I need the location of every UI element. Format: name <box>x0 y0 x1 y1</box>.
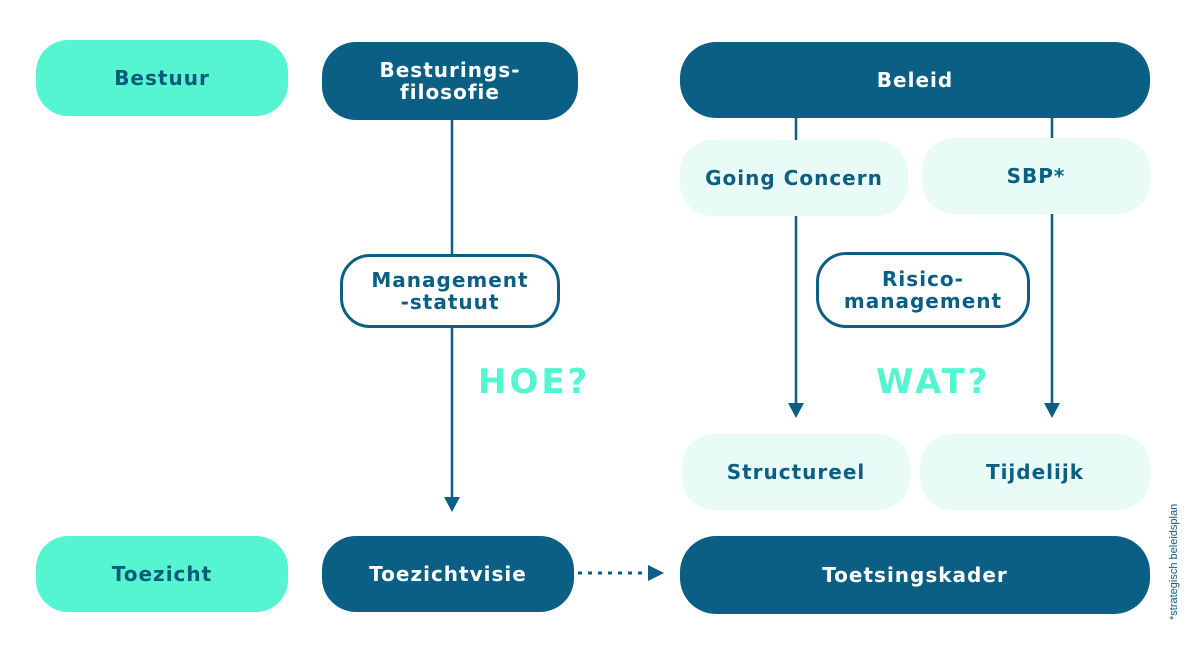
node-risicomanagement-text: Risico- management <box>843 267 1003 313</box>
node-structureel: Structureel <box>682 434 910 510</box>
node-managementstatuut: Management -statuut <box>340 254 560 328</box>
arrowhead-tijdelijk <box>1044 403 1060 418</box>
footnote: *strategisch beleidsplan <box>1168 503 1180 620</box>
node-toezichtvisie: Toezichtvisie <box>322 536 574 612</box>
node-besturingsfilosofie-text: Besturings- filosofie <box>379 58 521 104</box>
row-label-toezicht-text: Toezicht <box>111 562 213 586</box>
node-structureel-text: Structureel <box>726 460 866 484</box>
node-managementstatuut-text: Management -statuut <box>371 268 529 314</box>
node-sbp-text: SBP* <box>1006 164 1066 188</box>
node-beleid-text: Beleid <box>876 68 954 92</box>
node-going-concern: Going Concern <box>680 140 908 216</box>
arrowhead-toezichtvisie <box>444 497 460 512</box>
row-label-bestuur: Bestuur <box>36 40 288 116</box>
row-label-bestuur-text: Bestuur <box>114 66 210 90</box>
node-toezichtvisie-text: Toezichtvisie <box>369 562 527 586</box>
label-wat: WAT? <box>876 362 991 402</box>
node-tijdelijk: Tijdelijk <box>920 434 1150 510</box>
node-toetsingskader: Toetsingskader <box>680 536 1150 614</box>
node-toetsingskader-text: Toetsingskader <box>822 563 1008 587</box>
node-beleid: Beleid <box>680 42 1150 118</box>
arrowhead-toetsingskader <box>648 565 664 581</box>
node-going-concern-text: Going Concern <box>705 166 883 190</box>
node-sbp: SBP* <box>922 138 1150 214</box>
row-label-toezicht: Toezicht <box>36 536 288 612</box>
node-besturingsfilosofie: Besturings- filosofie <box>322 42 578 120</box>
label-hoe: HOE? <box>478 362 591 402</box>
arrowhead-structureel <box>788 403 804 418</box>
node-risicomanagement: Risico- management <box>816 252 1030 328</box>
node-tijdelijk-text: Tijdelijk <box>985 460 1085 484</box>
